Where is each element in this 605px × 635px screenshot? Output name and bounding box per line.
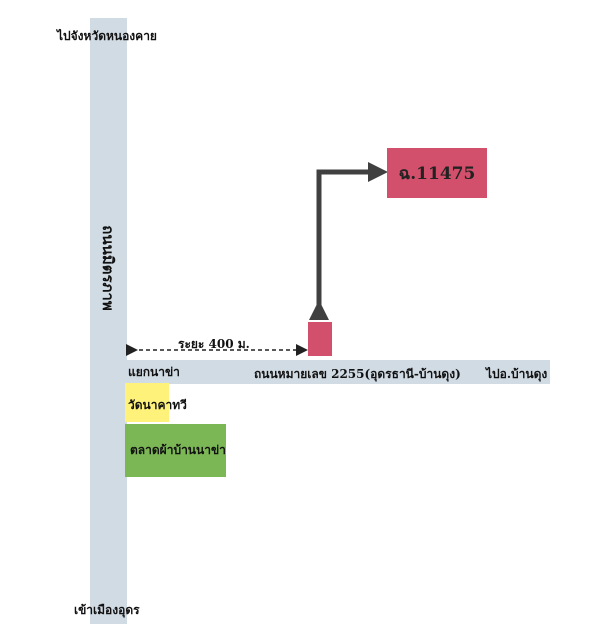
junction-label: แยกนาข่า [128,365,180,379]
temple-landmark [125,383,169,422]
into-udon-label: เข้าเมืองอุดร [74,603,140,617]
pointer-arrow-to-deed [309,162,388,320]
highway-2255 [127,360,550,384]
to-bandung-label: ไปอ.บ้านดุง [486,367,548,381]
deed-number-box: ฉ.11475 [387,148,487,198]
land-plot-marker [308,322,332,356]
temple-label: วัดนาคาทวี [128,398,187,412]
market-label: ตลาดผ้าบ้านนาข่า [130,443,226,457]
mittraphap-road [90,18,127,624]
highway-label: ถนนหมายเลข 2255(อุดรธานี-บ้านดุง) [254,367,461,381]
distance-label: ระยะ 400 ม. [178,337,250,351]
market-landmark [125,424,226,477]
to-nongkhai-label: ไปจังหวัดหนองคาย [57,29,157,43]
